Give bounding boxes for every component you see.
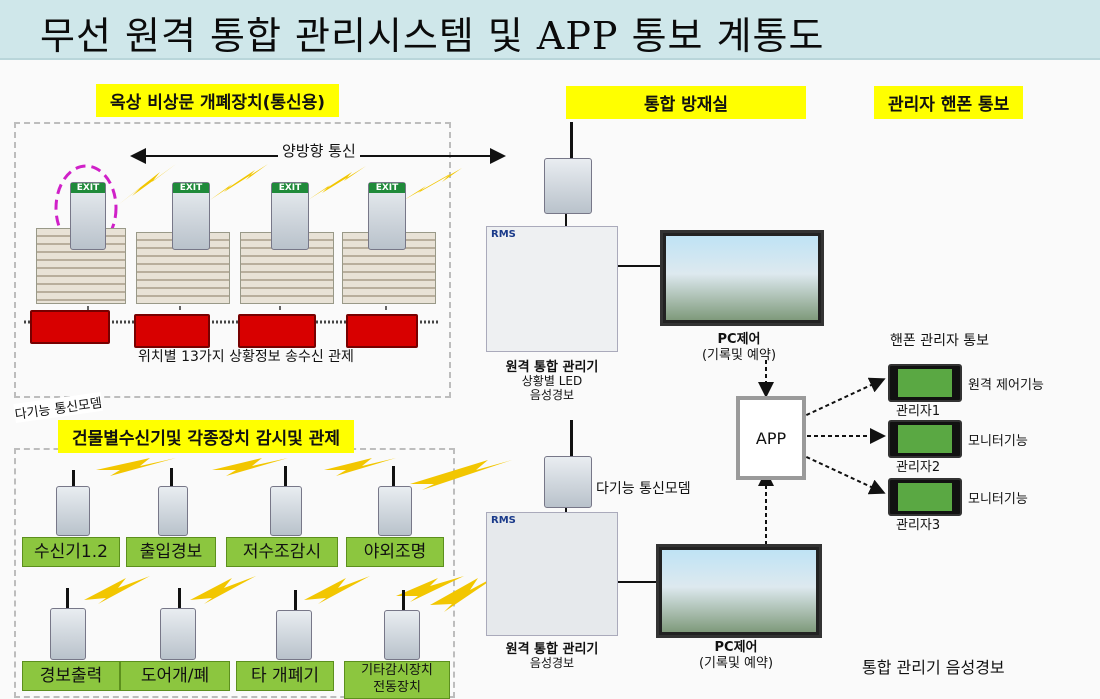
multi-modem-label: 다기능 통신모뎀	[596, 481, 691, 497]
control-room-header: 통합 방재실	[566, 86, 806, 119]
building-monitor-header: 건물별수신기및 각종장치 감시및 관제	[58, 420, 354, 453]
device-label-6: 도어개/폐	[120, 661, 230, 691]
device-alarm-output	[50, 608, 86, 660]
exit-device-1: EXIT	[70, 182, 106, 250]
phone-1	[888, 364, 962, 402]
panel-brand: RMS	[491, 229, 516, 240]
device-receiver	[56, 486, 90, 536]
device-label-5: 경보출력	[22, 661, 120, 691]
alarm-box-2	[134, 314, 210, 348]
manager-2-name: 관리자2	[896, 460, 941, 475]
app-to-phone-arrows	[799, 377, 886, 495]
panel1-title: 원격 통합 관리기	[505, 360, 599, 375]
page-title: 무선 원격 통합 관리시스템 및 APP 통보 계통도	[40, 14, 825, 58]
panel1-sub2: 음성경보	[529, 388, 575, 402]
pc-monitor-2	[656, 544, 822, 638]
manager-3-function: 모니터기능	[968, 492, 1028, 507]
exit-sign: EXIT	[173, 183, 209, 193]
device-label-1: 수신기1.2	[22, 537, 120, 567]
phone-2	[888, 420, 962, 458]
exit-device-2: EXIT	[172, 182, 210, 250]
device-access	[158, 486, 188, 536]
status-info-label: 위치별 13가지 상황정보 송수신 관제	[138, 349, 354, 365]
alarm-box-1	[30, 310, 110, 344]
device-door	[160, 608, 196, 660]
device-label-7: 타 개폐기	[236, 661, 334, 691]
device-water-tank	[270, 486, 302, 536]
bidirectional-label: 양방향 통신	[278, 140, 360, 161]
title-bar	[0, 0, 1100, 60]
exit-sign: EXIT	[272, 183, 308, 193]
exit-sign: EXIT	[71, 183, 105, 193]
phone-notify-label: 핸폰 관리자 통보	[890, 333, 990, 349]
manager-1-function: 원격 제어기능	[968, 378, 1044, 393]
exit-device-4: EXIT	[368, 182, 406, 250]
integrated-manager-panel-2: RMS	[486, 512, 618, 636]
integrated-alarm-label: 통합 관리기 음성경보	[862, 658, 1005, 677]
panel1-sub1: 상황별 LED	[521, 374, 583, 388]
pc1-sub: (기록및 예약)	[701, 348, 777, 363]
pc-monitor-1	[660, 230, 824, 326]
device-label-8: 기타감시장치 전동장치	[344, 661, 450, 699]
app-box: APP	[736, 396, 806, 480]
manager-phone-header: 관리자 핸폰 통보	[874, 86, 1024, 119]
device-label-4: 야외조명	[346, 537, 444, 567]
panel2-title: 원격 통합 관리기	[505, 642, 599, 657]
pc1-title: PC제어	[717, 332, 761, 347]
modem-1	[544, 158, 592, 214]
device-outdoor-light	[378, 486, 412, 536]
rooftop-header: 옥상 비상문 개폐장치(통신용)	[96, 84, 340, 117]
manager-3-name: 관리자3	[896, 518, 941, 533]
alarm-box-3	[238, 314, 316, 348]
manager-1-name: 관리자1	[896, 404, 941, 419]
wireless-bolts-top	[118, 164, 462, 205]
rooftop-group-box	[14, 122, 451, 398]
device-label-2: 출입경보	[126, 537, 216, 567]
device-other-switch	[276, 610, 312, 660]
device-label-3: 저수조감시	[226, 537, 338, 567]
pc2-title: PC제어	[714, 640, 758, 655]
manager-2-function: 모니터기능	[968, 434, 1028, 449]
wireless-bolts-bottom	[84, 458, 512, 612]
alarm-box-4	[346, 314, 418, 348]
phone-3	[888, 478, 962, 516]
exit-device-3: EXIT	[271, 182, 309, 250]
modem-2	[544, 456, 592, 508]
device-other-monitor	[384, 610, 420, 660]
pc2-sub: (기록및 예약)	[698, 656, 774, 671]
integrated-manager-panel-1: RMS	[486, 226, 618, 352]
panel-brand: RMS	[491, 515, 516, 526]
panel2-sub: 음성경보	[529, 656, 575, 670]
exit-sign: EXIT	[369, 183, 405, 193]
